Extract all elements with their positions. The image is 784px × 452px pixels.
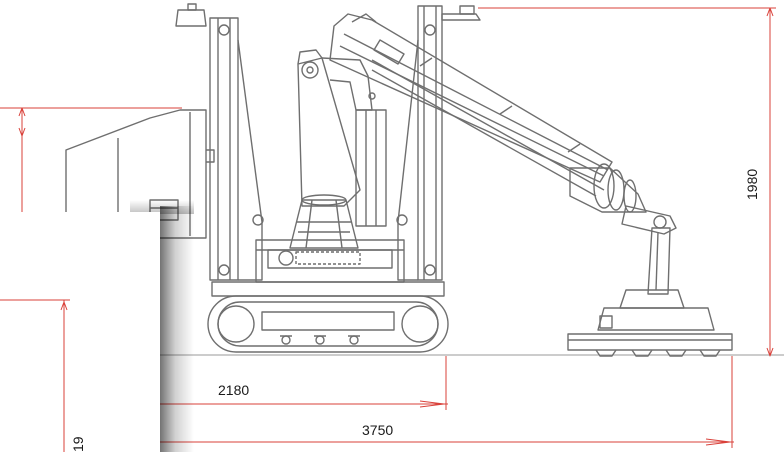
base-frame (255, 239, 405, 283)
overlay-panel (0, 212, 160, 452)
dimension-label-3750: 3750 (362, 422, 394, 438)
dimension-label-partial: 19 (70, 436, 86, 452)
crawler-track (207, 281, 449, 353)
vacuum-lifter (567, 227, 733, 357)
dimension-label-2180: 2180 (218, 382, 250, 398)
right-outrigger (396, 5, 481, 281)
overlay-dimension-lines (0, 299, 70, 452)
main-column (297, 49, 387, 227)
dimension-label-height: 1980 (744, 168, 760, 200)
telescopic-boom (329, 13, 613, 197)
boom-head (569, 163, 677, 235)
left-outrigger (175, 3, 264, 281)
overlay-panel-shadow (160, 206, 194, 452)
